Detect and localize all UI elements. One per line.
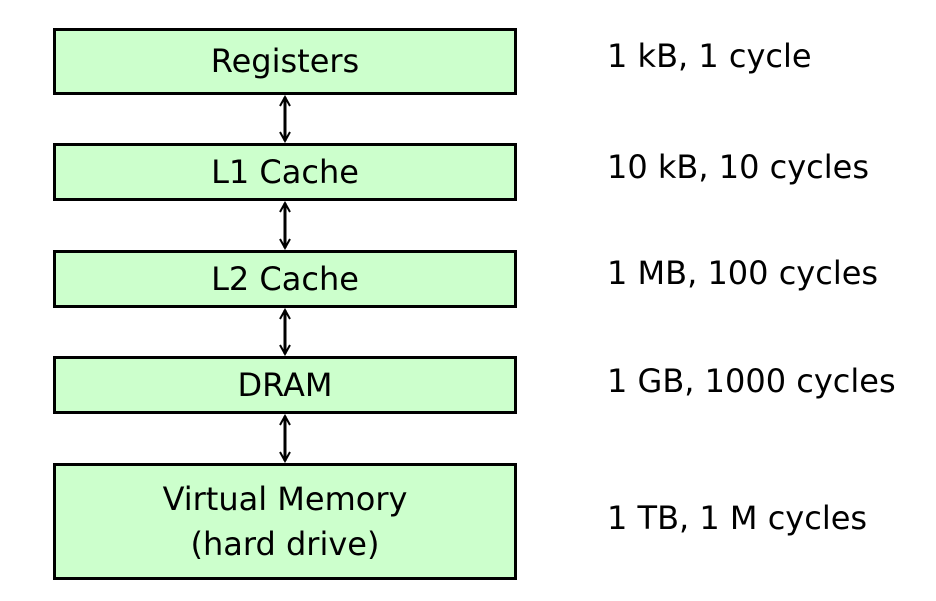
level-sublabel: (hard drive) xyxy=(190,524,380,563)
level-virtual-memory: Virtual Memory (hard drive) xyxy=(53,463,517,580)
spec-l2-cache: 1 MB, 100 cycles xyxy=(607,254,879,292)
spec-l1-cache: 10 kB, 10 cycles xyxy=(607,148,869,186)
level-label: DRAM xyxy=(237,365,333,404)
level-dram: DRAM xyxy=(53,356,517,414)
spec-dram: 1 GB, 1000 cycles xyxy=(607,362,896,400)
level-label: Registers xyxy=(210,42,360,81)
level-l1-cache: L1 Cache xyxy=(53,143,517,201)
level-label: Virtual Memory xyxy=(162,480,408,519)
level-label: L2 Cache xyxy=(211,259,359,298)
level-registers: Registers xyxy=(53,28,517,95)
level-label: L1 Cache xyxy=(211,152,359,191)
level-l2-cache: L2 Cache xyxy=(53,250,517,308)
spec-virtual-memory: 1 TB, 1 M cycles xyxy=(607,499,868,537)
spec-registers: 1 kB, 1 cycle xyxy=(607,37,812,75)
